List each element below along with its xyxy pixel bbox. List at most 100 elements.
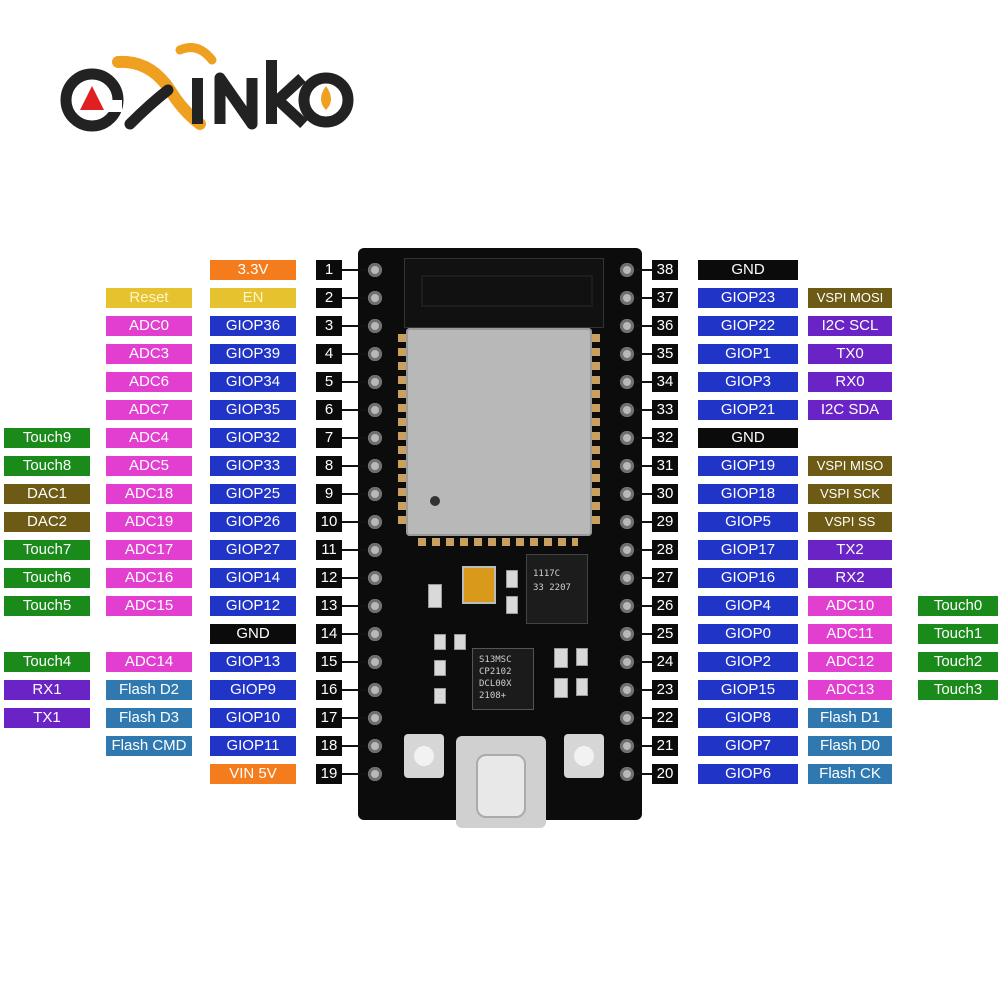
header-pin-hole xyxy=(620,599,634,613)
pin-lead xyxy=(634,269,652,271)
pin-number: 28 xyxy=(652,540,678,560)
pin-label: Flash D0 xyxy=(808,736,892,756)
pin-number: 7 xyxy=(316,428,342,448)
smd-part xyxy=(434,634,446,650)
module-pads-right xyxy=(592,334,600,530)
pin-label: GIOP32 xyxy=(210,428,296,448)
pin-label: GND xyxy=(210,624,296,644)
pin-label: GIOP13 xyxy=(210,652,296,672)
pin-number: 3 xyxy=(316,316,342,336)
header-pin-hole xyxy=(368,375,382,389)
smd-part xyxy=(554,648,568,668)
header-pin-hole xyxy=(620,711,634,725)
pin-label: GIOP1 xyxy=(698,344,798,364)
pin-number: 9 xyxy=(316,484,342,504)
pin-number: 29 xyxy=(652,512,678,532)
pin-label: Touch2 xyxy=(918,652,998,672)
pin-number: 12 xyxy=(316,568,342,588)
pin-number: 32 xyxy=(652,428,678,448)
pin-label: GIOP23 xyxy=(698,288,798,308)
regulator-text-2: 33 2207 xyxy=(533,583,571,593)
pin-lead xyxy=(342,549,368,551)
pin-label: VIN 5V xyxy=(210,764,296,784)
esp32-board: 1117C 33 2207 S13MSC CP2102 DCL00X 2108+ xyxy=(358,248,642,828)
pin-lead xyxy=(634,381,652,383)
wifi-module-can xyxy=(406,328,592,536)
pin-label: GIOP26 xyxy=(210,512,296,532)
pin-label: ADC18 xyxy=(106,484,192,504)
header-pin-hole xyxy=(620,263,634,277)
pin-label: GIOP14 xyxy=(210,568,296,588)
pin-label: DAC2 xyxy=(4,512,90,532)
smd-part xyxy=(554,678,568,698)
pin-label: GIOP6 xyxy=(698,764,798,784)
pin-label: TX1 xyxy=(4,708,90,728)
pin-number: 31 xyxy=(652,456,678,476)
pin-label: ADC6 xyxy=(106,372,192,392)
pin-lead xyxy=(342,493,368,495)
pin-label: ADC13 xyxy=(808,680,892,700)
boot-button[interactable] xyxy=(404,734,444,778)
pin-number: 18 xyxy=(316,736,342,756)
smd-part xyxy=(454,634,466,650)
pin-lead xyxy=(634,353,652,355)
usb-chip-text-4: 2108+ xyxy=(479,691,507,701)
pin-label: GIOP8 xyxy=(698,708,798,728)
pin-lead xyxy=(342,773,368,775)
pin-label: Touch6 xyxy=(4,568,90,588)
header-pin-hole xyxy=(620,767,634,781)
pin-label: Touch7 xyxy=(4,540,90,560)
brand-logo: exinko xyxy=(30,20,360,140)
pin-label: ADC3 xyxy=(106,344,192,364)
pin-label: VSPI SS xyxy=(808,512,892,532)
pin-lead xyxy=(634,745,652,747)
pin-label: VSPI MISO xyxy=(808,456,892,476)
pin-label: ADC19 xyxy=(106,512,192,532)
usb-c-port xyxy=(476,754,526,818)
pin-label: ADC4 xyxy=(106,428,192,448)
header-pin-hole xyxy=(368,515,382,529)
pin-label: Touch5 xyxy=(4,596,90,616)
pin-number: 5 xyxy=(316,372,342,392)
pin-label: GIOP4 xyxy=(698,596,798,616)
pin-label: GIOP39 xyxy=(210,344,296,364)
pin-lead xyxy=(342,689,368,691)
pin-number: 30 xyxy=(652,484,678,504)
header-pin-hole xyxy=(368,767,382,781)
usb-chip-text-2: CP2102 xyxy=(479,667,512,677)
pin-lead xyxy=(342,661,368,663)
pin-lead xyxy=(342,325,368,327)
header-pin-hole xyxy=(620,683,634,697)
header-pin-hole xyxy=(368,487,382,501)
pin-label: RX2 xyxy=(808,568,892,588)
pin-label: GIOP27 xyxy=(210,540,296,560)
pin-lead xyxy=(342,745,368,747)
pin-label: Flash CMD xyxy=(106,736,192,756)
smd-part xyxy=(506,596,518,614)
pin-label: ADC14 xyxy=(106,652,192,672)
pin-number: 26 xyxy=(652,596,678,616)
reset-button[interactable] xyxy=(564,734,604,778)
pin-lead xyxy=(342,633,368,635)
pin-label: ADC10 xyxy=(808,596,892,616)
pin-lead xyxy=(342,717,368,719)
header-pin-hole xyxy=(368,571,382,585)
header-pin-hole xyxy=(620,319,634,333)
pin-label: GND xyxy=(698,260,798,280)
pin-label: GIOP19 xyxy=(698,456,798,476)
smd-part xyxy=(428,584,442,608)
boot-button-cap xyxy=(414,746,434,766)
pin-label: Touch4 xyxy=(4,652,90,672)
smd-part xyxy=(576,678,588,696)
pin-number: 21 xyxy=(652,736,678,756)
regulator-text-1: 1117C xyxy=(533,569,561,579)
pin-number: 37 xyxy=(652,288,678,308)
header-pin-hole xyxy=(368,459,382,473)
header-pin-hole xyxy=(368,431,382,445)
pin-lead xyxy=(342,353,368,355)
pin-number: 11 xyxy=(316,540,342,560)
pin-label: GIOP21 xyxy=(698,400,798,420)
smd-part xyxy=(434,688,446,704)
pin-label: GIOP25 xyxy=(210,484,296,504)
